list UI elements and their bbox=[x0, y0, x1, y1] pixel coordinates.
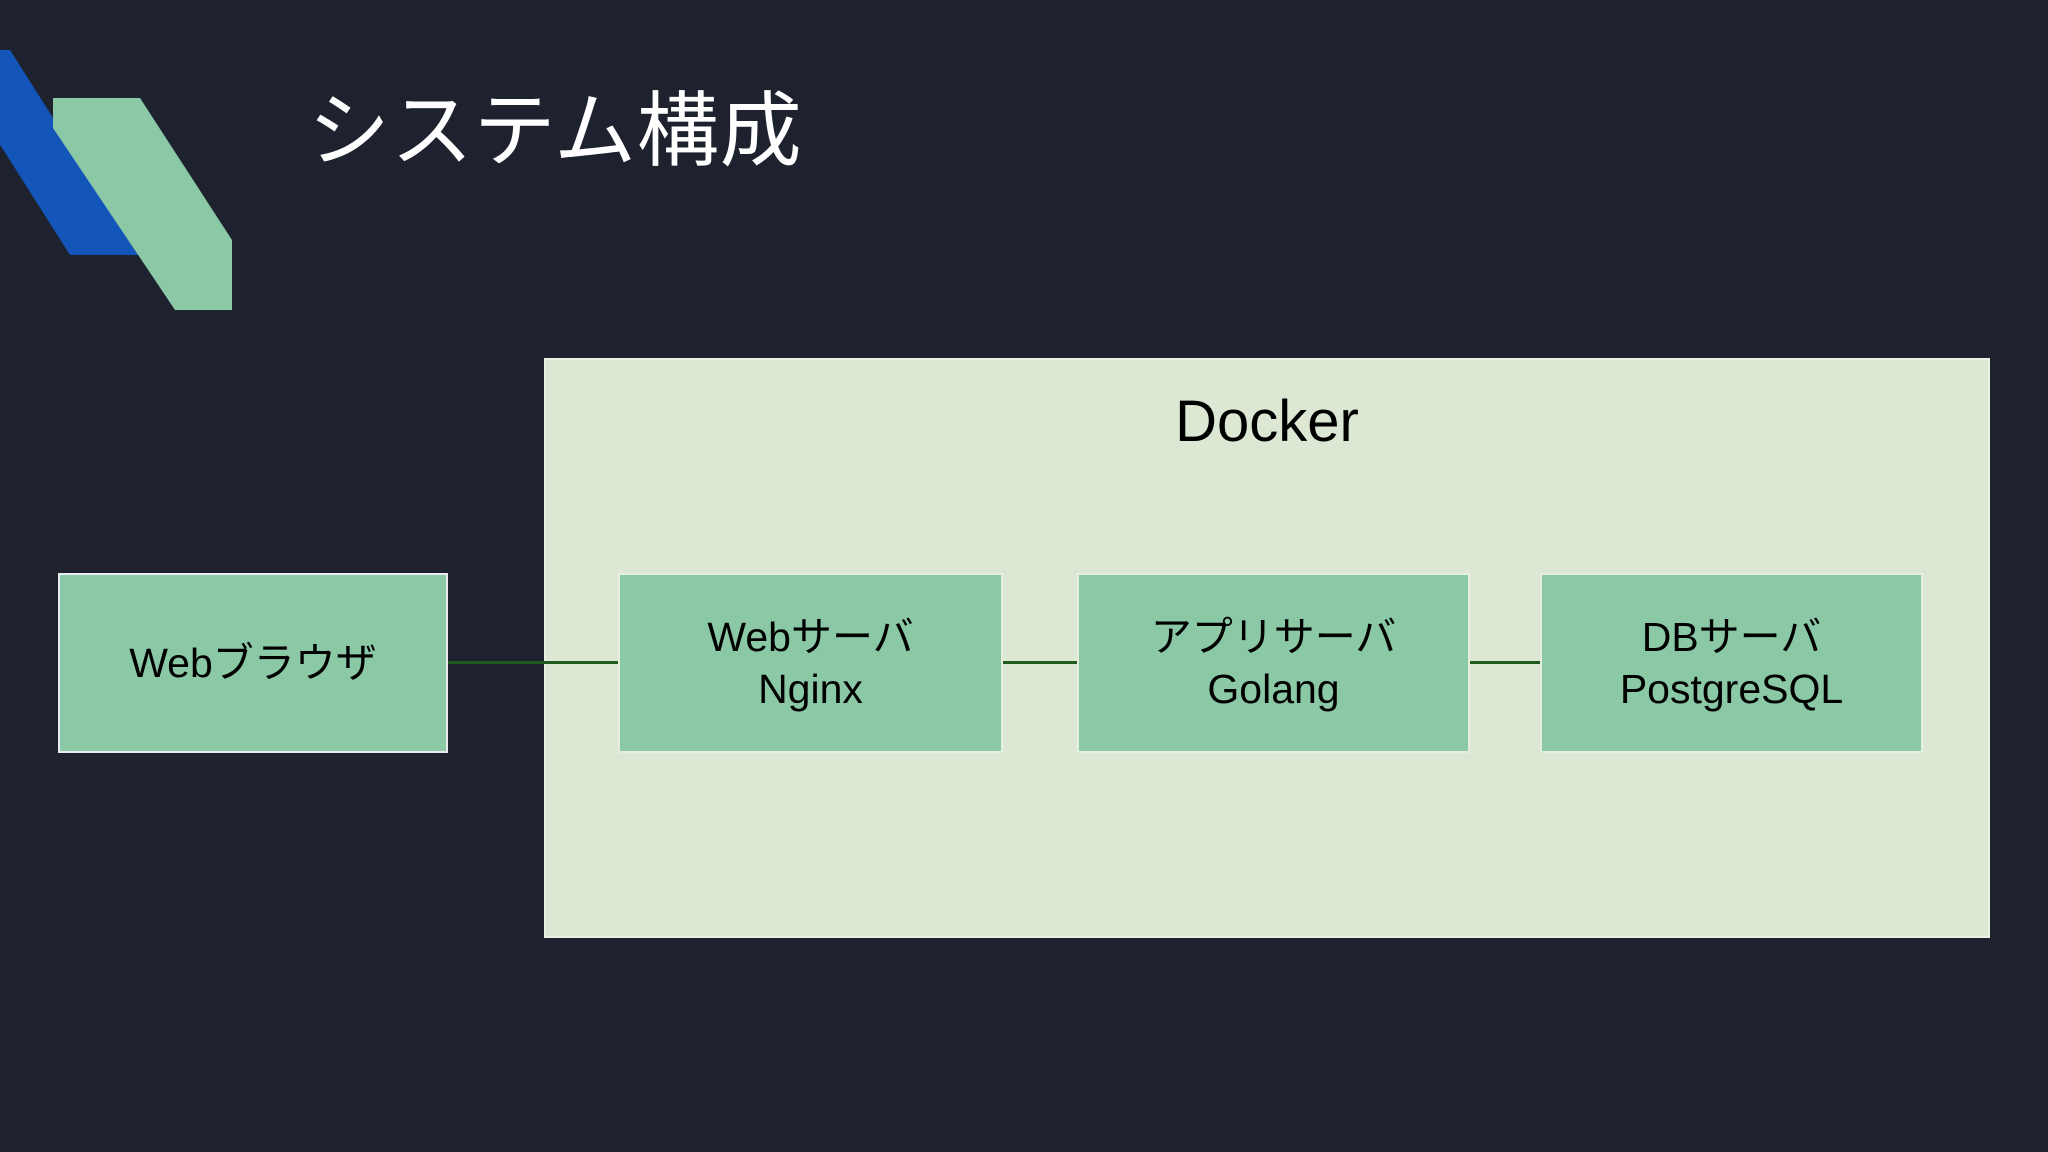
node-web-server-line1: Webサーバ bbox=[707, 613, 914, 660]
node-app-server-line2: Golang bbox=[1207, 666, 1340, 712]
node-app-server[interactable]: アプリサーバ Golang bbox=[1077, 573, 1470, 753]
node-app-server-line1: アプリサーバ bbox=[1150, 613, 1397, 660]
node-web-browser-line1: Webブラウザ bbox=[129, 639, 377, 686]
node-db-server[interactable]: DBサーバ PostgreSQL bbox=[1540, 573, 1923, 753]
connector-app-server-to-db-server bbox=[1468, 661, 1542, 664]
node-web-server-line2: Nginx bbox=[758, 666, 863, 712]
page-title: システム構成 bbox=[308, 86, 803, 177]
node-db-server-line1: DBサーバ bbox=[1641, 613, 1822, 660]
docker-container-label: Docker bbox=[1175, 389, 1359, 454]
node-web-browser[interactable]: Webブラウザ bbox=[58, 573, 448, 753]
node-db-server-line2: PostgreSQL bbox=[1619, 666, 1844, 712]
node-web-server[interactable]: Webサーバ Nginx bbox=[618, 573, 1003, 753]
connector-browser-to-web-server bbox=[446, 661, 620, 664]
connector-web-server-to-app-server bbox=[1001, 661, 1079, 664]
